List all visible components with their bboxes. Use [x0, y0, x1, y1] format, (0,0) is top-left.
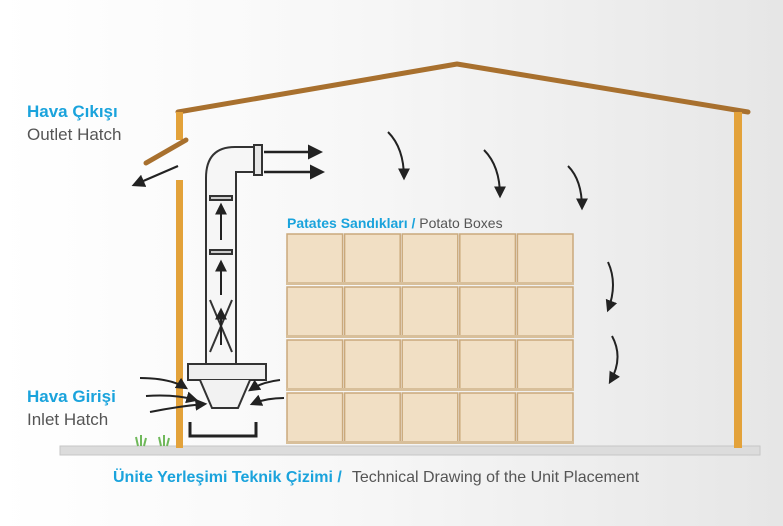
potato-box: [516, 392, 574, 443]
potato-box: [459, 233, 517, 284]
inlet-hatch-label-en: Inlet Hatch: [27, 410, 109, 429]
potato-box: [516, 339, 574, 390]
pallet-slat: [286, 441, 574, 444]
left-wall-top: [176, 112, 183, 140]
pallet-slat: [286, 282, 574, 285]
potato-box: [401, 286, 459, 337]
diagram-caption: Ünite Yerleşimi Teknik Çizimi / Technical…: [113, 469, 639, 487]
potato-box-stack: [286, 233, 574, 444]
outlet-hatch-label-en: Outlet Hatch: [27, 125, 122, 144]
potato-box: [401, 392, 459, 443]
potato-box: [401, 339, 459, 390]
grass-icon: [135, 435, 170, 447]
potato-boxes-label-en: Potato Boxes: [419, 215, 503, 231]
outlet-hatch-flap: [143, 137, 189, 166]
potato-box: [516, 286, 574, 337]
pallet-slat: [286, 335, 574, 338]
outlet-hatch-label-tr: Hava Çıkışı: [27, 102, 118, 121]
potato-box: [459, 339, 517, 390]
potato-box: [401, 233, 459, 284]
ventilation-unit: [187, 144, 267, 438]
potato-box: [286, 233, 344, 284]
potato-box: [516, 233, 574, 284]
potato-boxes-label: Patates Sandıkları / Potato Boxes: [287, 215, 503, 231]
potato-box: [459, 286, 517, 337]
ground-slab: [59, 445, 761, 456]
potato-box: [343, 233, 401, 284]
roof-line: [175, 61, 751, 115]
potato-box: [343, 392, 401, 443]
diagram-caption-tr: Ünite Yerleşimi Teknik Çizimi /: [113, 469, 342, 486]
potato-box: [343, 339, 401, 390]
potato-box: [459, 392, 517, 443]
potato-box: [286, 392, 344, 443]
pallet-slat: [286, 388, 574, 391]
potato-box: [286, 339, 344, 390]
outlet-air-arrow: [131, 164, 179, 187]
inlet-hatch-label-tr: Hava Girişi: [27, 387, 116, 406]
potato-box: [343, 286, 401, 337]
inlet-air-arrows: [139, 377, 285, 413]
potato-box: [286, 286, 344, 337]
left-wall: [176, 180, 183, 448]
potato-boxes-label-tr: Patates Sandıkları /: [287, 215, 416, 231]
circulation-arrows: [387, 131, 621, 385]
right-wall: [734, 112, 742, 448]
diagram-caption-en: Technical Drawing of the Unit Placement: [351, 469, 640, 486]
